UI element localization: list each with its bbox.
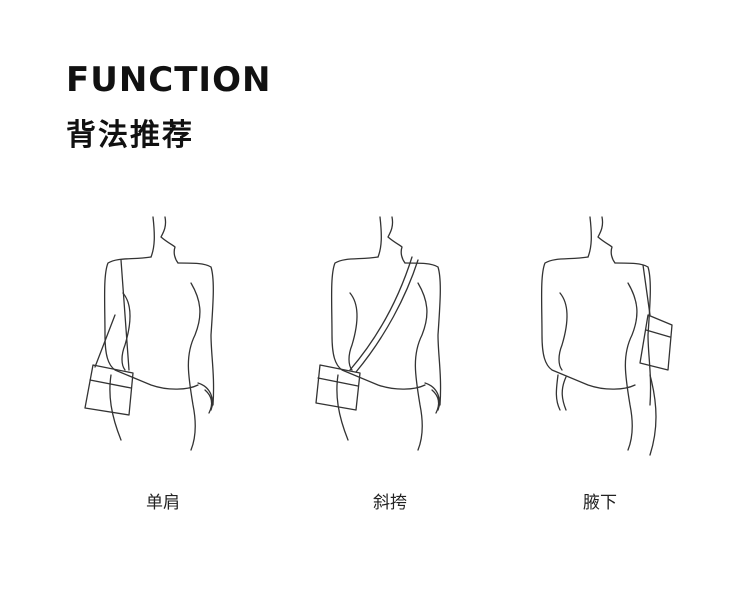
title-en: FUNCTION — [66, 60, 272, 100]
underarm-figure-icon — [500, 205, 700, 465]
style-label-crossbody: 斜挎 — [373, 493, 407, 513]
single-shoulder-figure-icon — [63, 205, 263, 465]
style-label-underarm: 腋下 — [583, 493, 617, 513]
crossbody-figure-icon — [290, 205, 490, 465]
style-label-single-shoulder: 单肩 — [146, 493, 180, 513]
title-cn: 背法推荐 — [66, 118, 194, 153]
